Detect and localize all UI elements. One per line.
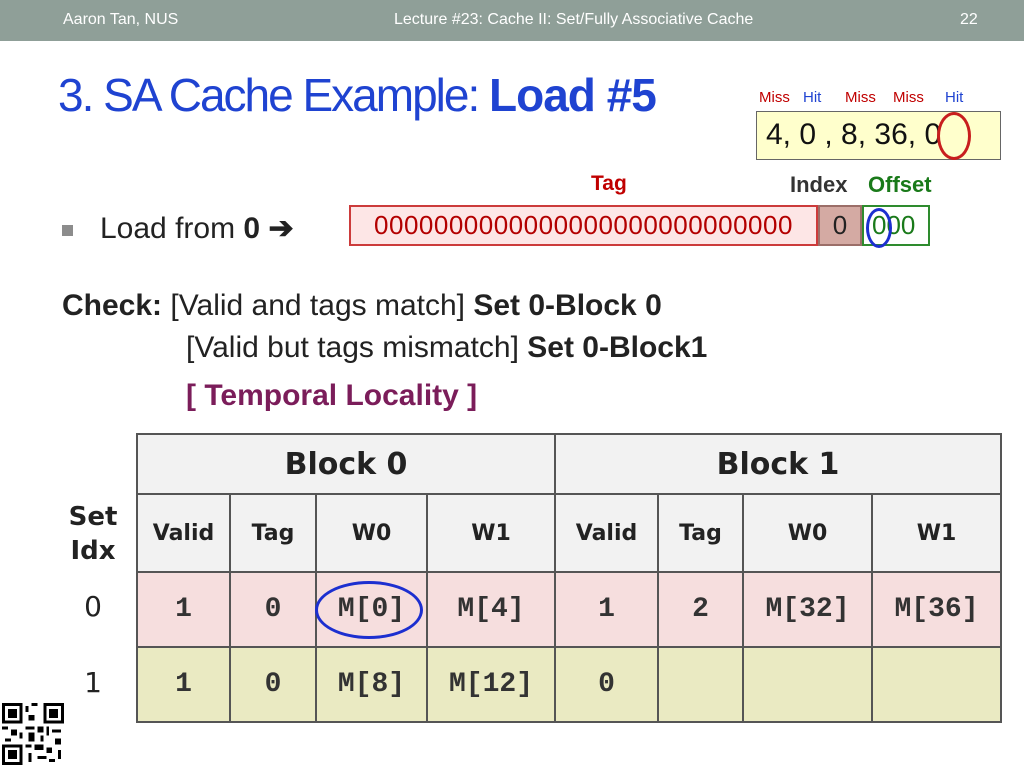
address-tag-bits: 0000000000000000000000000000: [349, 205, 818, 246]
lecture-title: Lecture #23: Cache II: Set/Fully Associa…: [394, 11, 754, 28]
load-address: 0: [243, 212, 261, 245]
result-label-1: Miss: [759, 89, 790, 106]
author: Aaron Tan, NUS: [63, 11, 179, 28]
col-w0-1: W0: [742, 493, 873, 573]
table-cell: 1: [136, 646, 231, 723]
col-w1-1: W1: [871, 493, 1002, 573]
cache-table: Block 0 Block 1 Valid Tag W0 W1 Valid Ta…: [136, 433, 1002, 723]
bullet-icon: [62, 225, 73, 236]
address-index-bits: 0: [818, 205, 862, 246]
access-sequence: 4, 0 , 8, 36, 0: [766, 118, 942, 151]
table-cell: 0: [229, 571, 317, 648]
table-cell: M[32]: [742, 571, 873, 648]
col-w0-0: W0: [315, 493, 428, 573]
table-row: 1 0 M[8] M[12] 0: [136, 646, 1002, 723]
col-valid-1: Valid: [554, 493, 659, 573]
block-0-header: Block 0: [136, 433, 556, 495]
table-cell: M[8]: [315, 646, 428, 723]
check-condition-2: [Valid but tags mismatch]: [186, 331, 528, 364]
set-idx-line-2: Idx: [70, 536, 116, 566]
qr-code-icon: [2, 703, 64, 765]
block-1-header: Block 1: [554, 433, 1002, 495]
result-label-2: Hit: [803, 89, 822, 106]
set-index-0: 0: [84, 590, 102, 623]
load-line: Load from 0 ➔: [100, 211, 294, 246]
col-valid-0: Valid: [136, 493, 231, 573]
table-cell: 1: [136, 571, 231, 648]
table-cell: M[36]: [871, 571, 1002, 648]
check-label: Check:: [62, 289, 163, 322]
col-w1-0: W1: [426, 493, 556, 573]
table-cell: [871, 646, 1002, 723]
index-label: Index: [790, 172, 848, 197]
col-tag-0: Tag: [229, 493, 317, 573]
table-cell: [657, 646, 744, 723]
set-index-1: 1: [84, 666, 102, 699]
result-label-3: Miss: [845, 89, 876, 106]
result-label-5: Hit: [945, 89, 964, 106]
slide-title-bold: Load #5: [489, 69, 657, 121]
tag-label: Tag: [591, 172, 627, 195]
temporal-locality-note: [ Temporal Locality ]: [186, 379, 478, 412]
set-idx-header: Set Idx: [60, 500, 126, 568]
slide-title: 3. SA Cache Example: Load #5: [58, 68, 657, 122]
check-result-1: Set 0-Block 0: [473, 289, 662, 322]
offset-label: Offset: [868, 172, 932, 197]
load-prefix: Load from: [100, 212, 244, 245]
check-line-1: Check: [Valid and tags match] Set 0-Bloc…: [62, 289, 662, 323]
check-result-2: Set 0-Block1: [527, 331, 708, 364]
check-condition-1: [Valid and tags match]: [170, 289, 474, 322]
table-cell: [742, 646, 873, 723]
current-access-highlight: [937, 112, 971, 160]
table-cell: M[4]: [426, 571, 556, 648]
table-row: 1 0 M[0] M[4] 1 2 M[32] M[36]: [136, 571, 1002, 648]
set-idx-line-1: Set: [68, 502, 118, 532]
slide-header: Aaron Tan, NUS Lecture #23: Cache II: Se…: [0, 0, 1024, 41]
right-arrow-icon: ➔: [268, 212, 294, 245]
hit-word-highlight: [315, 581, 423, 639]
result-label-4: Miss: [893, 89, 924, 106]
col-tag-1: Tag: [657, 493, 744, 573]
check-line-2: [Valid but tags mismatch] Set 0-Block1: [186, 331, 707, 365]
table-cell: 0: [554, 646, 659, 723]
page-number: 22: [960, 11, 978, 28]
table-cell: M[12]: [426, 646, 556, 723]
table-cell: 0: [229, 646, 317, 723]
offset-highlight: [866, 208, 892, 248]
table-cell: 1: [554, 571, 659, 648]
slide-title-main: 3. SA Cache Example:: [58, 69, 490, 121]
table-cell: 2: [657, 571, 744, 648]
